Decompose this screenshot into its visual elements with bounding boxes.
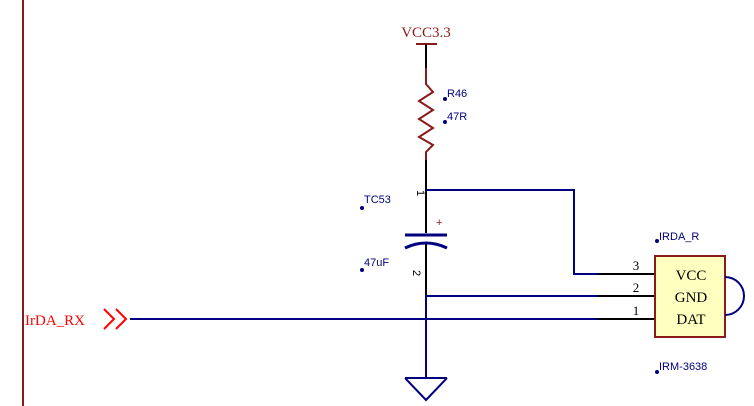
ic-pin1-number: 1 <box>633 303 640 318</box>
ic-irda-receiver[interactable]: 3 2 1 VCC GND DAT IRDA_R IRM-3638 <box>598 231 745 374</box>
cap-designator: TC53 <box>364 194 391 206</box>
ic-pin-name-vcc: VCC <box>676 268 707 284</box>
cap-designator-dot <box>360 206 364 210</box>
ground-triangle <box>404 377 448 402</box>
ic-lens-bump <box>724 276 745 316</box>
ground-symbol[interactable] <box>404 377 448 402</box>
port-arrow-2 <box>115 308 128 330</box>
ic-designator: IRDA_R <box>659 231 699 243</box>
cap-pin2-number: 2 <box>410 270 422 276</box>
cap-pin1-number: 1 <box>414 190 426 196</box>
ic-pin-name-dat: DAT <box>676 312 705 328</box>
capacitor-tc53[interactable]: 1 + 2 TC53 47uF <box>360 190 448 295</box>
vcc-label: VCC3.3 <box>401 25 451 41</box>
ic-designator-dot <box>655 239 659 243</box>
wires <box>130 189 598 378</box>
wire-vcc-to-ic[interactable] <box>426 189 598 275</box>
cap-polarity: + <box>436 217 442 229</box>
resistor-value-dot <box>443 120 447 124</box>
port-irda-rx[interactable]: IrDA_RX <box>25 308 128 330</box>
ic-pin3-number: 3 <box>633 258 640 273</box>
ic-part-dot <box>655 370 659 374</box>
port-arrow-1 <box>103 308 116 330</box>
resistor-designator-dot <box>443 97 447 101</box>
ic-part-number: IRM-3638 <box>659 361 707 373</box>
resistor-value: 47R <box>447 111 467 123</box>
cap-value-dot <box>360 268 364 272</box>
resistor-zigzag <box>417 68 435 160</box>
resistor-r46[interactable]: R46 47R <box>417 68 467 190</box>
vcc-power-symbol[interactable]: VCC3.3 <box>401 25 451 68</box>
port-label: IrDA_RX <box>25 313 85 329</box>
cap-value: 47uF <box>364 257 389 269</box>
ic-pin2-number: 2 <box>633 280 640 295</box>
cap-plate-bottom <box>404 241 448 250</box>
ic-pin-name-gnd: GND <box>675 290 708 306</box>
resistor-designator: R46 <box>447 88 467 100</box>
ic-body <box>654 255 726 338</box>
